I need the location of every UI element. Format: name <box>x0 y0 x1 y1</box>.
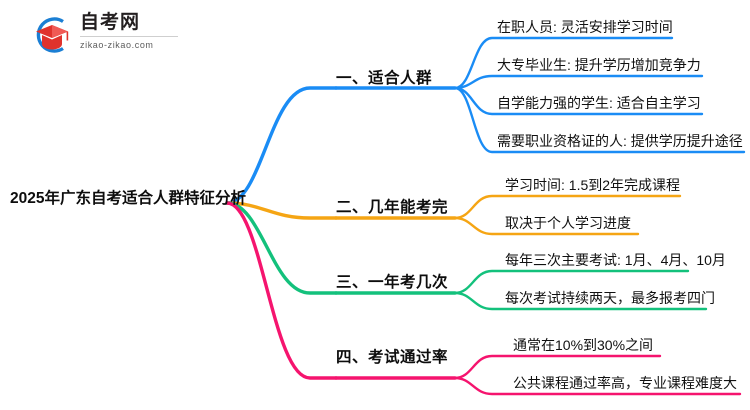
leaf-label-1-3: 自学能力强的学生: 适合自主学习 <box>497 95 701 111</box>
logo-divider <box>80 36 178 37</box>
logo-name-cn: 自考网 <box>80 12 141 33</box>
leaf-label-3-2: 每次考试持续两天，最多报考四门 <box>505 290 715 306</box>
branch-label-4: 四、考试通过率 <box>336 349 449 366</box>
leaf-label-2-2: 取决于个人学习进度 <box>505 215 631 231</box>
leaf-label-1-1: 在职人员: 灵活安排学习时间 <box>497 19 673 35</box>
trunk-line-branch-3 <box>225 201 338 295</box>
trunk-line-branch-1 <box>225 86 338 205</box>
trunk-line-branch-4 <box>225 201 338 380</box>
leaf-label-3-1: 每年三次主要考试: 1月、4月、10月 <box>505 252 726 268</box>
graduation-cap-logo-icon <box>36 17 69 53</box>
leaf-line-1-2 <box>453 74 704 90</box>
branch-label-2: 二、几年能考完 <box>336 199 449 216</box>
root-node-label: 2025年广东自考适合人群特征分析 <box>10 190 246 207</box>
branch-label-1: 一、适合人群 <box>336 70 433 87</box>
logo-text-block: 自考网 zikao-zikao.com <box>80 12 180 51</box>
logo-name-en: zikao-zikao.com <box>80 40 154 50</box>
leaf-label-2-1: 学习时间: 1.5到2年完成课程 <box>505 177 681 193</box>
branch-label-3: 三、一年考几次 <box>336 274 449 291</box>
leaf-label-1-4: 需要职业资格证的人: 提供学历提升途径 <box>497 133 743 149</box>
leaf-label-4-1: 通常在10%到30%之间 <box>513 337 654 353</box>
leaf-label-1-2: 大专毕业生: 提升学历增加竞争力 <box>497 57 701 73</box>
site-logo: 自考网 zikao-zikao.com <box>30 12 180 58</box>
leaf-label-4-2: 公共课程通过率高，专业课程难度大 <box>513 375 737 391</box>
